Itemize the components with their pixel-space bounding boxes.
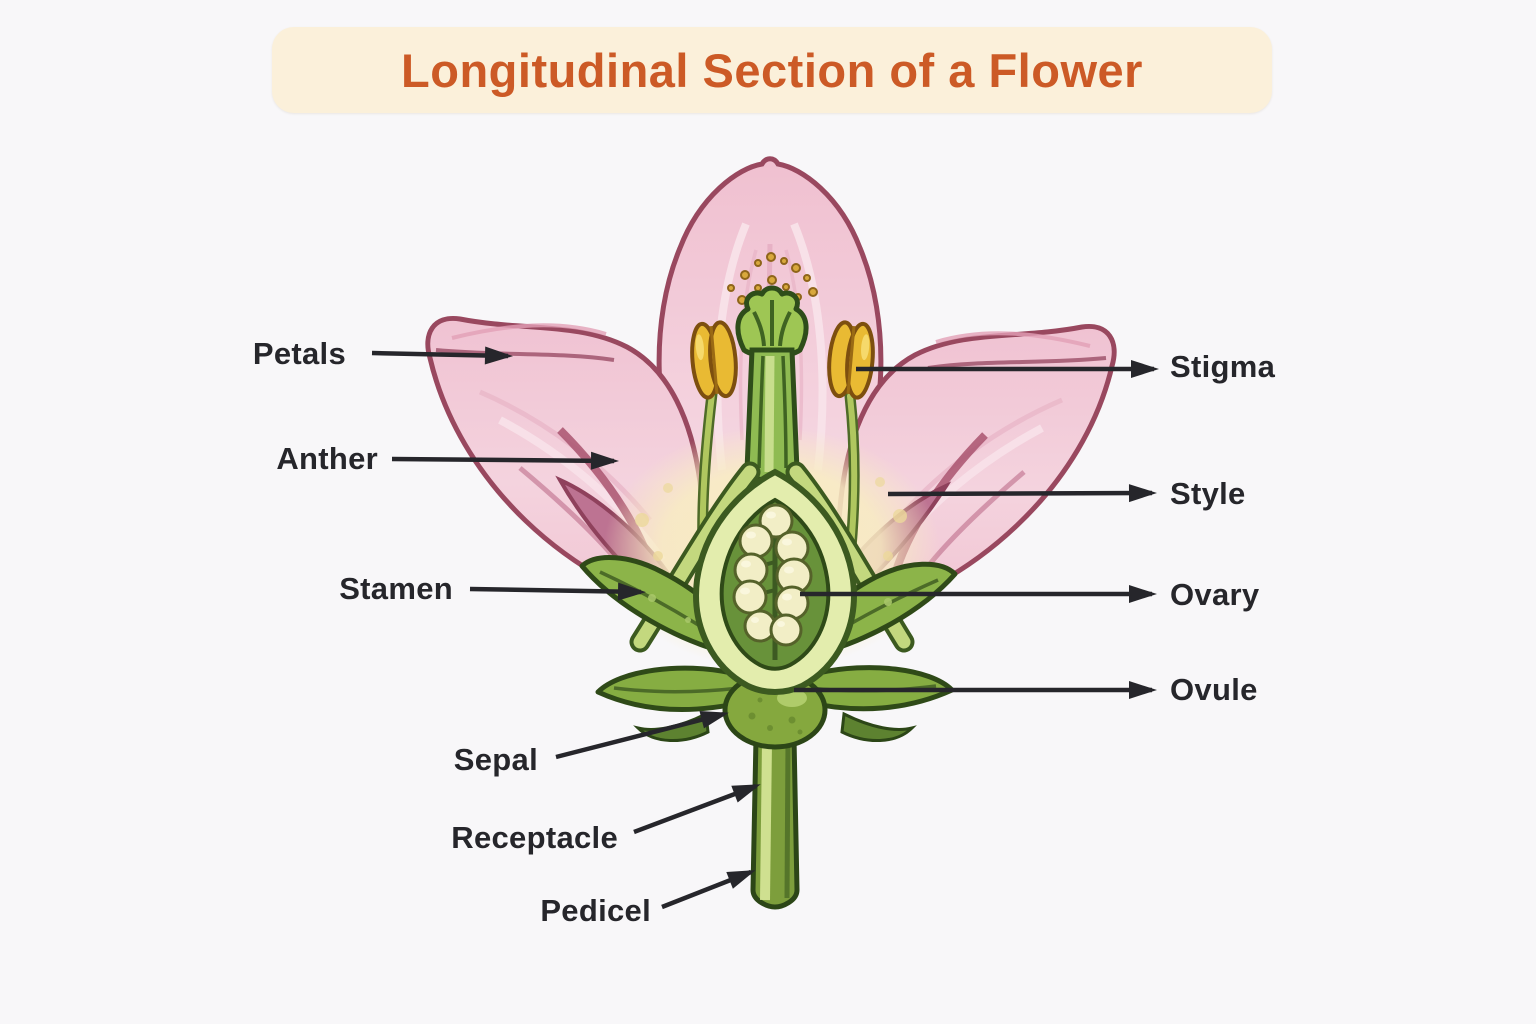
label-ovary: Ovary [1170, 577, 1260, 612]
sepal-lower-left [595, 665, 751, 712]
arrow-sepal [555, 710, 729, 760]
ovary-shape [693, 468, 857, 695]
label-anther: Anther [276, 441, 378, 476]
label-pedicel: Pedicel [540, 893, 651, 928]
label-stamen: Stamen [339, 571, 453, 606]
label-stigma: Stigma [1170, 349, 1276, 384]
label-receptacle: Receptacle [451, 820, 618, 855]
sepal-under-right [840, 711, 917, 743]
label-ovule: Ovule [1170, 672, 1258, 707]
anther-right [827, 320, 875, 400]
arrow-stamen [469, 582, 646, 601]
arrow-receptacle [633, 783, 761, 835]
stigma-shape [735, 285, 809, 359]
style-shape [744, 347, 800, 483]
arrow-pedicel [661, 869, 756, 910]
flower [425, 156, 1117, 910]
arrow-petals [371, 346, 513, 365]
label-arrows [371, 346, 1159, 910]
arrow-anther [391, 451, 619, 470]
label-petals: Petals [252, 336, 346, 371]
anther-left [690, 320, 738, 400]
page-title: Longitudinal Section of a Flower [401, 43, 1143, 97]
pedicel-stem [750, 735, 800, 910]
label-style: Style [1170, 476, 1246, 511]
arrow-style [887, 484, 1157, 503]
label-sepal: Sepal [453, 742, 538, 777]
title-banner: Longitudinal Section of a Flower [272, 27, 1272, 113]
